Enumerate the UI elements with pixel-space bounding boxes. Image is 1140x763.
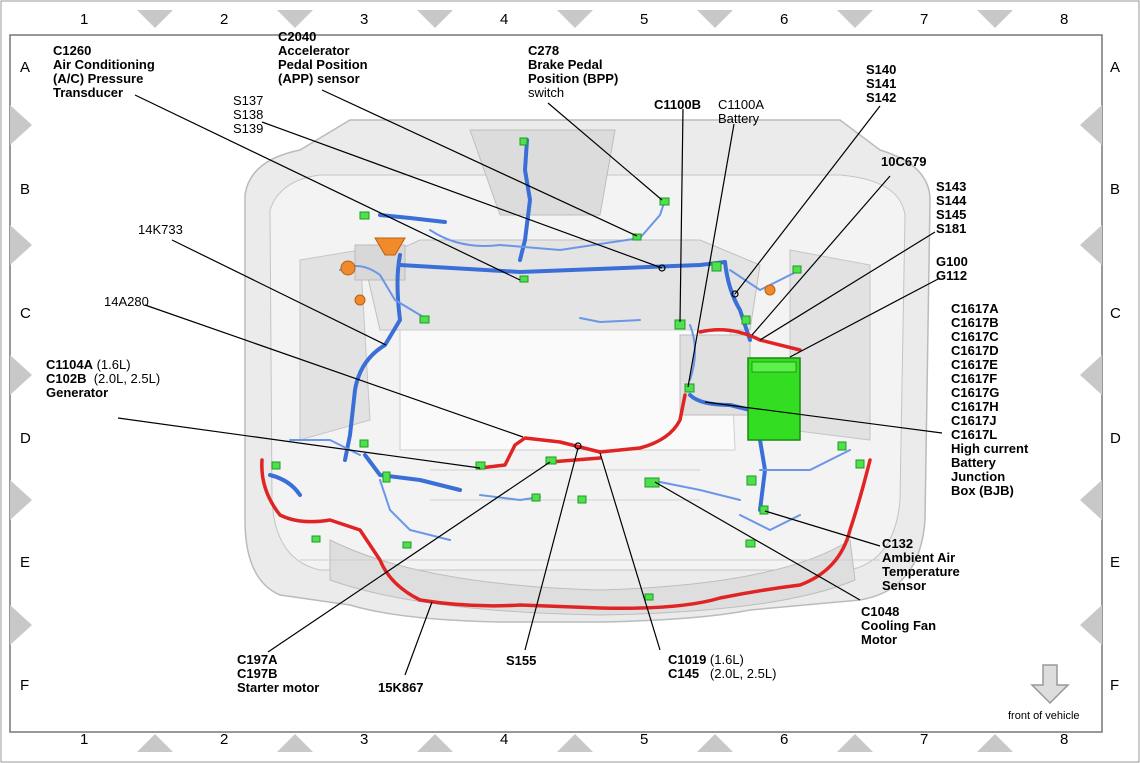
label-c1048-desc: Cooling Fan Motor [861,618,937,647]
grid-col-6-bottom: 6 [780,731,789,748]
grid-col-7-top: 7 [920,11,929,28]
label-c197: C197A C197B Starter motor [237,652,320,695]
grid-col-3-top: 3 [360,11,369,28]
label-c1104-l1a: C1104A [46,357,93,372]
battery-junction-box [747,357,801,441]
label-c1617: C1617A C1617B C1617C C1617D C1617E C1617… [951,302,1028,498]
label-c1019: C1019 (1.6L) C145 (2.0L, 2.5L) [668,653,776,681]
grid-row-b-right: B [1110,181,1121,198]
label-c278-id: C278 [528,43,560,58]
label-g100: G100 G112 [936,254,968,283]
grid-col-6-top: 6 [780,11,789,28]
label-15k867: 15K867 [378,680,424,695]
grid-row-f-right: F [1110,677,1120,694]
grid-col-2-bottom: 2 [220,731,229,748]
label-s143: S143 S144 S145 S181 [936,179,967,236]
grid-col-4-top: 4 [500,11,509,28]
front-of-vehicle-note: front of vehicle [1008,710,1080,722]
label-c1019-l2a: C145 [668,666,700,681]
grid-row-b-left: B [20,181,31,198]
label-c1104: C1104A (1.6L) C102B (2.0L, 2.5L)Generator [46,358,160,400]
grid-col-2-top: 2 [220,11,229,28]
splice-markers [574,264,739,450]
label-c1260-desc: Air Conditioning (A/C) Pressure Transduc… [53,57,155,100]
grid-row-a-right: A [1110,59,1121,76]
grid-col-5-top: 5 [640,11,649,28]
grid-col-4-bottom: 4 [500,731,509,748]
label-c1100a: C1100A Battery [718,97,765,126]
grid-row-e-left: E [20,554,31,571]
label-c1104-l2b: (2.0L, 2.5L) [86,371,161,386]
label-14a280: 14A280 [104,294,149,309]
grid-row-c-right: C [1110,305,1121,322]
grid-col-7-bottom: 7 [920,731,929,748]
grid-row-d-right: D [1110,430,1121,447]
grid-col-1-bottom: 1 [80,731,89,748]
label-14k733: 14K733 [138,222,183,237]
label-c1260-id: C1260 [53,43,92,58]
leader-lines [117,89,943,676]
grid-row-d-left: D [20,430,31,447]
label-c1019-l1a: C1019 [668,652,707,667]
label-c278-desc: Brake Pedal Position (BPP) [528,57,619,86]
harness-red [260,328,872,611]
label-s137: S137 S138 S139 [233,93,264,136]
label-s140: S140 S141 S142 [866,62,897,105]
label-s155: S155 [506,653,537,668]
label-c132-desc: Ambient Air Temperature Sensor [882,550,960,593]
grid-row-f-left: F [20,677,30,694]
vehicle-engine-bay [244,119,931,623]
label-c278-desc2: switch [528,85,565,100]
grid-row-a-left: A [20,59,31,76]
label-c1104-l2a: C102B [46,371,87,386]
grid-row-e-right: E [1110,554,1121,571]
grid-col-8-top: 8 [1060,11,1069,28]
grid-col-5-bottom: 5 [640,731,649,748]
label-c1617-desc: High current Battery Junction Box (BJB) [951,441,1029,498]
label-c2040-id: C2040 [278,29,317,44]
label-c1019-l2b: (2.0L, 2.5L) [699,666,777,681]
label-c132-id: C132 [882,536,914,551]
grid-row-c-left: C [20,305,31,322]
label-c1100b: C1100B [654,97,701,112]
label-10c679: 10C679 [881,154,927,169]
front-arrow-icon [1030,664,1070,705]
orange-components [340,237,776,306]
label-c1104-l1b: (1.6L) [92,357,131,372]
label-c1048-id: C1048 [861,604,900,619]
label-c1104-desc: Generator [46,385,109,400]
label-c1617-ids: C1617A C1617B C1617C C1617D C1617E C1617… [951,301,1000,442]
connectors [271,137,865,601]
label-c1019-l1b: (1.6L) [706,652,744,667]
grid-col-1-top: 1 [80,11,89,28]
grid-col-3-bottom: 3 [360,731,369,748]
grid-markers [10,10,1102,752]
grid-col-8-bottom: 8 [1060,731,1069,748]
label-c2040-desc: Accelerator Pedal Position (APP) sensor [278,43,368,86]
